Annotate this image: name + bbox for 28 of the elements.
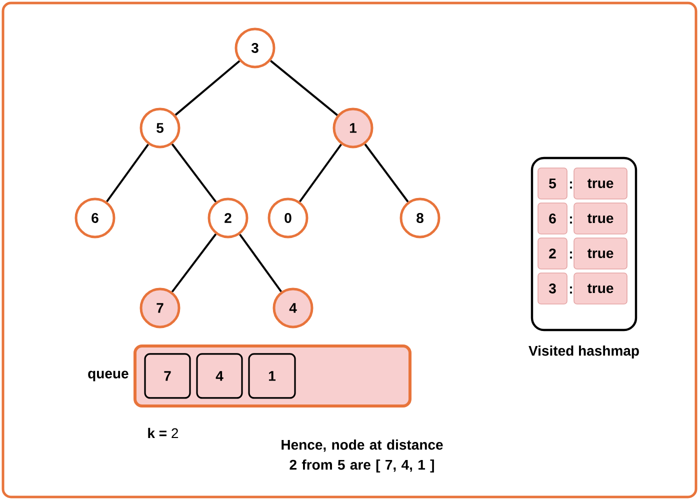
hashmap-cell: true [574, 202, 628, 234]
colon-separator: : [570, 251, 572, 259]
tree-edge [171, 234, 217, 292]
hashmap-cell: 3 [538, 272, 568, 304]
tree-edge [239, 234, 282, 292]
result-note: Hence, node at distance 2 from 5 are [ 7, 4, 1 ] [282, 439, 443, 472]
hashmap-cell: 6 [538, 202, 568, 234]
box-caption: queue [88, 370, 128, 382]
colon-separator: : [570, 216, 572, 224]
queue-cell: 4 [196, 353, 243, 399]
hashmap-cell: 2 [538, 238, 568, 270]
hashmap-cell: true [574, 238, 628, 270]
queue-cell: 7 [144, 353, 191, 399]
queue-cell: 1 [248, 353, 296, 399]
box-caption: Visited hashmap [528, 345, 639, 358]
tree-edge [174, 60, 240, 116]
tree-edge [299, 144, 342, 202]
tree-edge [364, 144, 409, 202]
hashmap-cell: 5 [538, 168, 568, 200]
tree-edge [171, 144, 217, 202]
colon-separator: : [570, 181, 572, 189]
hashmap-cell: true [574, 272, 628, 304]
tree-edge [106, 144, 149, 202]
tree-edge [270, 60, 338, 116]
hashmap-cell: true [574, 168, 628, 200]
colon-separator: : [570, 286, 572, 294]
k-value: k = 2 [148, 428, 178, 438]
hashmap-box [530, 156, 638, 332]
